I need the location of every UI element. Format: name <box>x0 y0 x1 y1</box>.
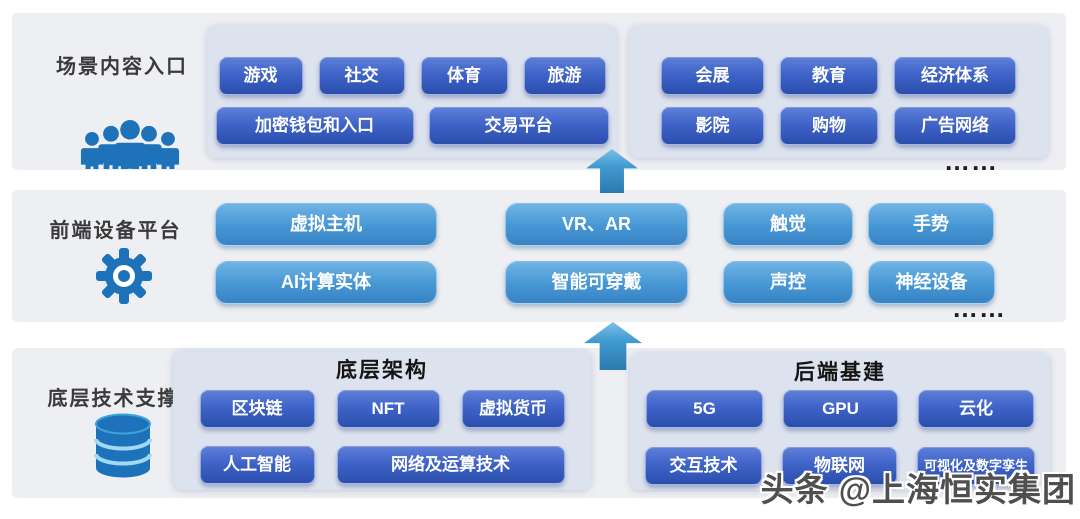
base-layer-label: 底层技术支撑 <box>47 388 180 410</box>
scene-layer-label: 场景内容入口 <box>56 56 188 78</box>
node-visualization-digital-twin: 可视化及数字孪生 <box>917 447 1035 485</box>
node-gpu: GPU <box>783 390 898 428</box>
node-crypto-wallet-entry: 加密钱包和入口 <box>215 107 414 145</box>
scene-left-row2: 加密钱包和入口 交易平台 <box>215 107 609 145</box>
node-ai-computing-entity: AI计算实体 <box>215 261 437 304</box>
node-network-computing-tech: 网络及运算技术 <box>336 446 565 484</box>
node-cinema: 影院 <box>661 107 764 145</box>
node-artificial-intelligence: 人工智能 <box>199 446 315 484</box>
node-haptics: 触觉 <box>723 203 853 246</box>
scene-right-row2: 影院 购物 广告网络 <box>661 107 1016 145</box>
base-left-row2: 人工智能 网络及运算技术 <box>199 446 565 484</box>
node-sports: 体育 <box>420 57 508 95</box>
layer-base-technology: 底层技术支撑 底层架构 区块链 NFT 虚拟货币 人工智能 网络及运算技术 后端… <box>12 348 1066 498</box>
node-ad-network: 广告网络 <box>894 107 1016 145</box>
base-right-panel: 后端基建 5G GPU 云化 交互技术 物联网 可视化及数字孪生 <box>630 353 1050 490</box>
node-neural-device: 神经设备 <box>868 261 995 304</box>
people-group-icon <box>78 103 182 169</box>
scene-left-panel: 游戏 社交 体育 旅游 加密钱包和入口 交易平台 <box>207 26 617 158</box>
base-right-row2: 交互技术 物联网 可视化及数字孪生 <box>645 447 1035 485</box>
base-left-row1: 区块链 NFT 虚拟货币 <box>199 390 565 428</box>
base-right-row1: 5G GPU 云化 <box>646 390 1034 428</box>
node-nft: NFT <box>336 390 440 428</box>
layer-scene-content: 场景内容入口 游戏 社交 体育 旅游 <box>12 13 1066 170</box>
node-economic-system: 经济体系 <box>894 57 1016 95</box>
node-social: 社交 <box>318 57 405 95</box>
scene-right-row1: 会展 教育 经济体系 <box>661 57 1016 95</box>
node-vr-ar: VR、AR <box>505 203 688 246</box>
node-cloudification: 云化 <box>918 390 1034 428</box>
node-virtual-currency: 虚拟货币 <box>461 390 565 428</box>
node-games: 游戏 <box>218 57 303 95</box>
node-5g: 5G <box>646 390 763 428</box>
watermark-text: 头条 @上海恒实集团 <box>760 471 1076 508</box>
database-icon <box>92 413 154 479</box>
node-education: 教育 <box>780 57 878 95</box>
node-gesture: 手势 <box>868 203 994 246</box>
frontend-layer-label: 前端设备平台 <box>49 220 182 242</box>
scene-more-dots: …… <box>944 146 998 176</box>
node-travel: 旅游 <box>523 57 606 95</box>
node-blockchain: 区块链 <box>199 390 315 428</box>
base-right-panel-title: 后端基建 <box>794 361 886 384</box>
node-virtual-host: 虚拟主机 <box>215 203 437 246</box>
node-interaction-tech: 交互技术 <box>645 447 762 485</box>
layer-frontend-devices: 前端设备平台 虚拟主机 AI计算实体 VR、AR 智能可穿戴 <box>12 190 1066 322</box>
base-left-panel: 底层架构 区块链 NFT 虚拟货币 人工智能 网络及运算技术 <box>173 350 591 490</box>
node-trading-platform: 交易平台 <box>428 107 609 145</box>
node-iot: 物联网 <box>782 447 897 485</box>
gear-icon <box>96 248 152 304</box>
frontend-more-dots: …… <box>952 293 1006 323</box>
scene-right-panel: 会展 教育 经济体系 影院 购物 广告网络 <box>629 26 1048 158</box>
node-voice-control: 声控 <box>723 261 853 304</box>
scene-left-row1: 游戏 社交 体育 旅游 <box>218 57 606 95</box>
node-exhibition: 会展 <box>661 57 764 95</box>
base-left-panel-title: 底层架构 <box>336 359 428 382</box>
node-shopping: 购物 <box>780 107 878 145</box>
node-smart-wearable: 智能可穿戴 <box>505 261 688 304</box>
